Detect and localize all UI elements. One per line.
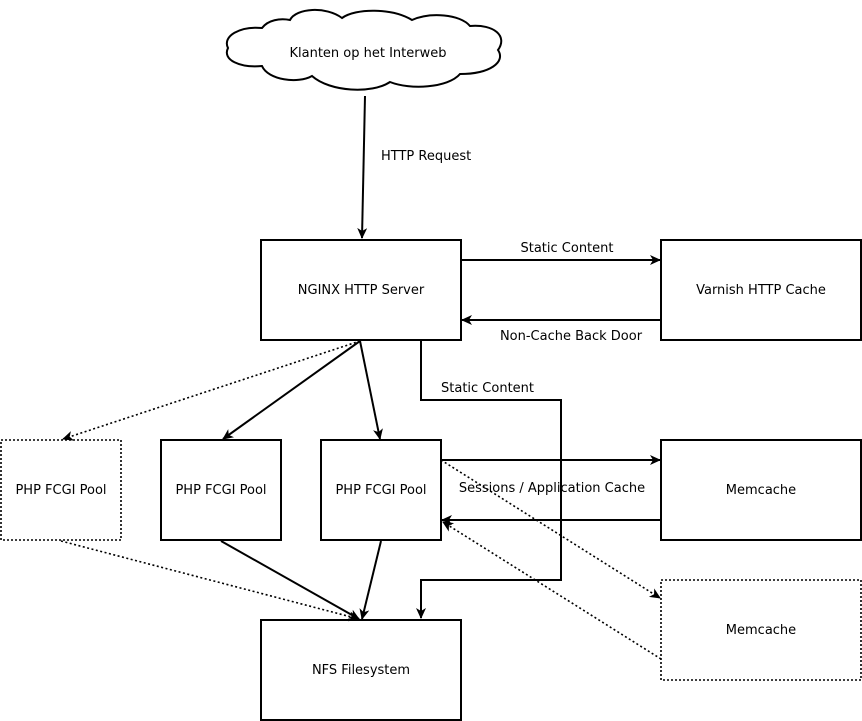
php-pool-box-2: PHP FCGI Pool: [160, 439, 282, 541]
nginx-label: NGINX HTTP Server: [298, 283, 425, 298]
php-pool-box-3: PHP FCGI Pool: [320, 439, 442, 541]
memcache-2-to-pool-arrow: [442, 521, 662, 660]
pool-3-to-nfs-arrow: [359, 540, 382, 620]
nginx-to-pool-3-arrow: [359, 340, 383, 440]
non-cache-back-door-label: Non-Cache Back Door: [500, 329, 643, 344]
nfs-label: NFS Filesystem: [312, 663, 410, 678]
static-content-varnish-label: Static Content: [520, 241, 613, 256]
static-content-nfs-label: Static Content: [441, 381, 534, 396]
varnish-box: Varnish HTTP Cache: [660, 239, 862, 341]
cloud-label: Klanten op het Interweb: [289, 46, 446, 61]
php-pool-label-3: PHP FCGI Pool: [335, 483, 426, 498]
memcache-label-1: Memcache: [726, 483, 796, 498]
varnish-label: Varnish HTTP Cache: [696, 283, 826, 298]
nginx-to-pool-2-arrow: [222, 340, 361, 440]
nginx-to-pool-1-arrow: [62, 340, 361, 441]
php-pool-label-1: PHP FCGI Pool: [15, 483, 106, 498]
php-pool-box-1: PHP FCGI Pool: [0, 439, 122, 541]
memcache-box-1: Memcache: [660, 439, 862, 541]
memcache-label-2: Memcache: [726, 623, 796, 638]
sessions-cache-label: Sessions / Application Cache: [459, 481, 645, 496]
pool-1-to-nfs-arrow: [60, 540, 360, 622]
nfs-box: NFS Filesystem: [260, 619, 462, 721]
memcache-box-2: Memcache: [660, 579, 862, 681]
nginx-box: NGINX HTTP Server: [260, 239, 462, 341]
http-request-arrow: [357, 95, 368, 239]
http-request-label: HTTP Request: [381, 149, 471, 164]
php-pool-label-2: PHP FCGI Pool: [175, 483, 266, 498]
cloud-shape: [225, 9, 503, 91]
pool-2-to-nfs-arrow: [220, 540, 360, 620]
cloud-clients: Klanten op het Interweb: [225, 9, 503, 91]
static-content-nfs-arrow: [416, 341, 562, 619]
